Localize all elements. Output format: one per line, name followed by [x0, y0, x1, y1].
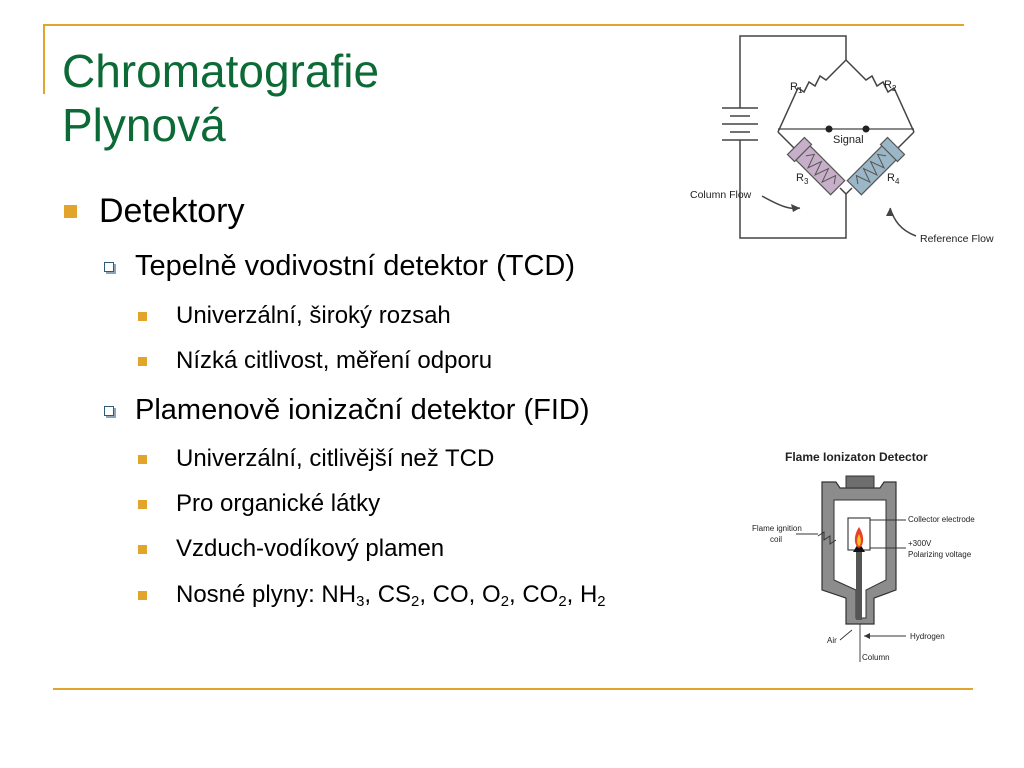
air-label: Air: [827, 636, 837, 645]
bullet-detectors: Detektory: [64, 192, 245, 231]
gas-formula: CS: [377, 581, 412, 608]
bullet-marker: [64, 205, 77, 218]
signal-label: Signal: [833, 134, 864, 146]
bullet-tcd-sensitivity: Nízká citlivost, měření odporu: [138, 347, 492, 375]
bullet-fid-universal: Univerzální, citlivější než TCD: [138, 445, 494, 473]
bullet-tcd-universal: Univerzální, široký rozsah: [138, 302, 451, 330]
bullet-text: Pro organické látky: [176, 490, 381, 517]
voltage-label: +300V: [908, 539, 932, 548]
bullet-text: Univerzální, citlivější než TCD: [176, 445, 495, 472]
bullet-fid: Plamenově ionizační detektor (FID): [104, 394, 590, 427]
column-label: Column: [862, 653, 890, 662]
bullet-marker: [138, 590, 147, 600]
top-rule: [43, 24, 964, 26]
bullet-fid-carrier-gases: Nosné plyny: NH3, CS2, CO, O2, CO2, H2: [138, 581, 606, 611]
bullet-text: Nosné plyny: NH3, CS2, CO, O2, CO2, H2: [176, 581, 606, 611]
r4-label: R4: [887, 172, 900, 186]
ignition-coil-label-1: Flame ignition: [752, 524, 802, 533]
bullet-text: Vzduch-vodíkový plamen: [176, 535, 445, 562]
polarizing-voltage-label: Polarizing voltage: [908, 550, 972, 559]
carrier-gases-list: NH3, CS2, CO, O2, CO2, H2: [321, 581, 606, 611]
bullet-tcd: Tepelně vodivostní detektor (TCD): [104, 250, 575, 283]
bullet-text: Plamenově ionizační detektor (FID): [135, 394, 590, 426]
gas-formula: O: [482, 581, 501, 608]
bullet-marker: [138, 544, 147, 554]
gas-formula: H: [579, 581, 598, 608]
gas-formula: NH: [321, 581, 357, 608]
r3-resistor: [786, 136, 846, 196]
bullet-marker: [138, 499, 147, 509]
gas-subscript: 2: [558, 594, 567, 611]
bullet-marker: [104, 405, 114, 416]
r2-label: R2: [884, 79, 897, 93]
bottom-rule: [53, 688, 973, 690]
gas-subscript: 3: [356, 594, 365, 611]
bullet-marker: [104, 261, 114, 272]
title-line-1: Chromatografie: [62, 45, 380, 97]
bullet-text: Univerzální, široký rozsah: [176, 302, 451, 329]
bullet-fid-organic: Pro organické látky: [138, 490, 380, 518]
bullet-text: Detektory: [99, 192, 245, 230]
gas-formula: CO: [432, 581, 469, 608]
gas-subscript: 2: [411, 594, 420, 611]
column-flow-label: Column Flow: [690, 189, 752, 201]
reference-flow-label: Reference Flow: [920, 233, 994, 245]
bullet-marker: [138, 356, 147, 366]
r4-resistor: [846, 136, 906, 196]
gas-subscript: 2: [597, 594, 606, 611]
title-line-2: Plynová: [62, 99, 226, 151]
ignition-coil-label-2: coil: [770, 535, 782, 544]
gas-subscript: 2: [500, 594, 509, 611]
carrier-gases-prefix: Nosné plyny:: [176, 581, 322, 608]
left-rule: [43, 24, 45, 94]
r1-label: R1: [790, 81, 803, 95]
hydrogen-label: Hydrogen: [910, 632, 945, 641]
collector-electrode-label: Collector electrode: [908, 515, 975, 524]
fid-diagram-title: Flame Ionizaton Detector: [785, 450, 928, 464]
bullet-marker: [138, 454, 147, 464]
gas-formula: CO: [522, 581, 559, 608]
bullet-text: Nízká citlivost, měření odporu: [176, 347, 493, 374]
bullet-text: Tepelně vodivostní detektor (TCD): [135, 250, 576, 282]
bullet-marker: [138, 311, 147, 321]
slide-title: Chromatografie Plynová: [62, 44, 379, 152]
r3-label: R3: [796, 172, 809, 186]
bullet-fid-flame: Vzduch-vodíkový plamen: [138, 535, 444, 563]
